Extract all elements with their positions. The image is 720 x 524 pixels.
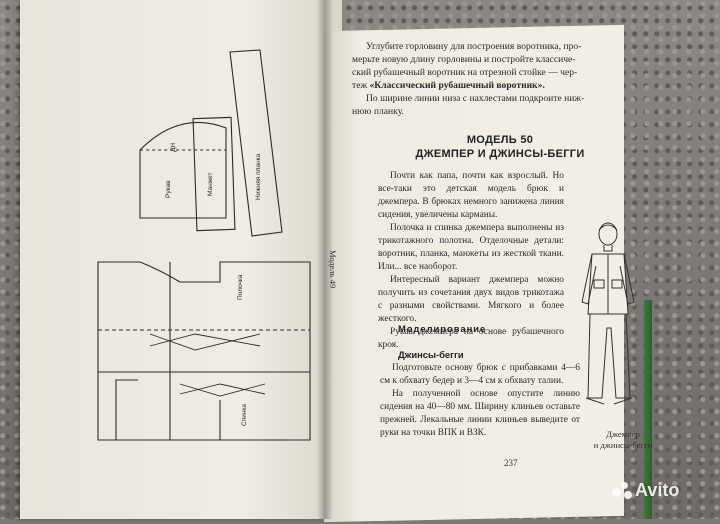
front-label: Полочка [237,274,244,300]
paragraph: Интересный вариант джемпера можно получи… [378,275,564,324]
page-number: 237 [504,458,518,468]
paragraph: На полученной основе опустите линию сиде… [380,389,580,438]
paragraph: Подготовьте основу брюк с прибавками 4—6… [380,363,580,386]
placket-pattern [229,49,283,237]
sub-heading: Джинсы-бегги [398,349,464,360]
paragraph: Полочка и спинка джемпера выполнены из т… [378,223,564,272]
intro-text: Углубите горловину для построения воротн… [352,40,620,118]
intro-line-3: ский рубашечный воротник на отрезной сто… [352,67,578,78]
body-pattern [97,261,311,441]
avito-logo-icon [612,481,632,500]
model-title-name: ДЖЕМПЕР И ДЖИНСЫ-БЕГГИ [415,148,585,160]
avito-brand-text: Avito [635,480,680,500]
figure-caption: Джемпер и джинсы-бегги [588,429,658,451]
intro-bold-ref: «Классический рубашечный воротник». [369,80,545,91]
paragraph: Почти как папа, почти как взрослый. Но в… [378,171,564,220]
intro-tail-prefix: теж [352,80,370,91]
caption-line-1: Джемпер [606,429,640,439]
sleeve-pattern [139,121,227,219]
book-gutter [318,0,332,519]
dn-label: ДН [170,143,177,152]
section-heading: Моделирование [398,323,487,334]
sleeve-label: Рукав [165,180,172,198]
intro-line-6: нюю планку. [352,106,404,117]
intro-line-5: По ширине линии низа с нахлестами подкро… [366,93,585,104]
cuff-pattern [192,116,236,232]
description-text: Почти как папа, почти как взрослый. Но в… [378,170,564,352]
intro-line-2: мерьте новую длину горловины и постройте… [352,54,576,65]
left-page-running-head: Модель 49 [328,250,338,289]
pattern-drawings: Рукав Манжет Нижняя планка Полочка Спинк… [97,49,311,441]
cuff-label: Манжет [207,173,214,196]
open-book [44,0,684,519]
modeling-text: Подготовьте основу брюк с прибавками 4—6… [380,362,580,440]
caption-line-2: и джинсы-бегги [593,440,653,450]
book-cover-edge [644,300,652,519]
boy-illustration [581,222,635,405]
left-page: Рукав Манжет Нижняя планка Полочка Спинк… [20,0,342,519]
model-title: МОДЕЛЬ 50 ДЖЕМПЕР И ДЖИНСЫ-БЕГГИ [380,133,620,161]
avito-watermark: Avito [612,480,679,501]
back-label: Спинка [241,404,248,426]
placket-label: Нижняя планка [255,153,262,200]
paragraph: Рукав джемпера на основе рубашечного кро… [378,327,564,350]
model-title-number: МОДЕЛЬ 50 [466,134,534,146]
intro-line-1: Углубите горловину для построения воротн… [366,41,582,52]
